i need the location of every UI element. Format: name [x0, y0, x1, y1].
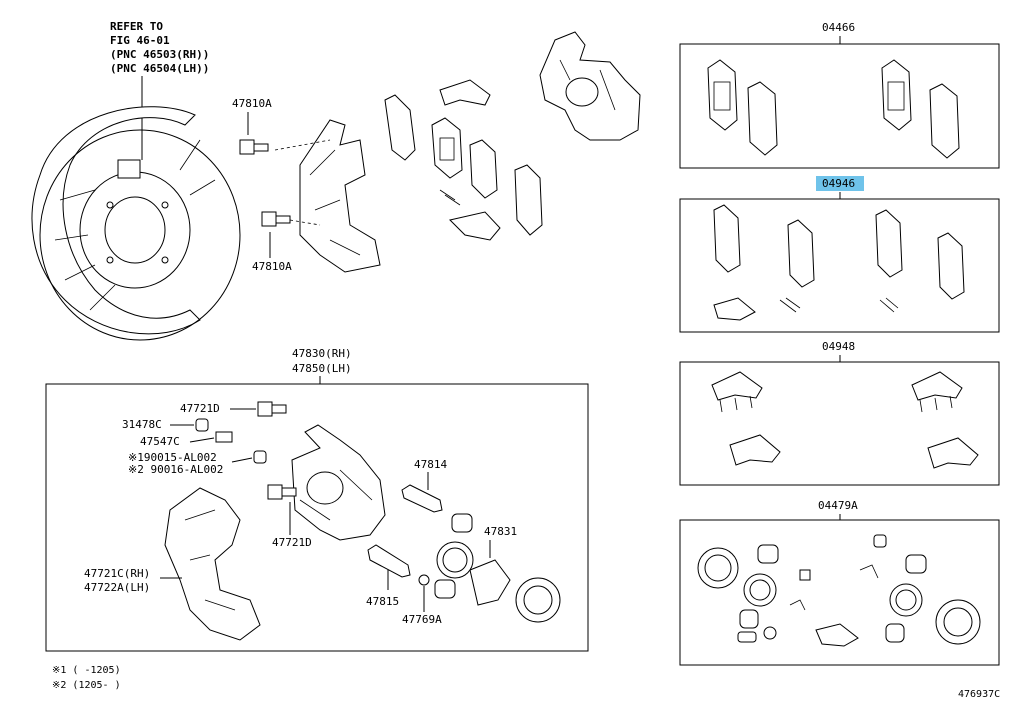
label-47810a-bot: 47810A [252, 260, 292, 273]
caliper-body-top [539, 31, 641, 141]
kit-04466-box [679, 43, 1000, 169]
label-47831: 47831 [484, 525, 517, 538]
caliper-assembly-group: 47830(RH) 47850(LH) 47721D 31478C 47547C… [45, 347, 589, 652]
label-04466: 04466 [822, 21, 855, 34]
highlight-04946 [816, 176, 864, 191]
label-47722a: 47722A(LH) [84, 581, 150, 594]
label-47721d-top: 47721D [180, 402, 220, 415]
refer-line-2: FIG 46-01 [110, 34, 170, 47]
kit-04479a-group: 04479A [679, 499, 1000, 666]
kit-04466-group: 04466 [679, 21, 1000, 169]
refer-line-4: (PNC 46504(LH)) [110, 62, 209, 75]
label-47721c: 47721C(RH) [84, 567, 150, 580]
kit-04948-group: 04948 [679, 340, 1000, 486]
refer-note: REFER TO FIG 46-01 (PNC 46503(RH)) (PNC … [110, 20, 209, 160]
refer-line-1: REFER TO [110, 20, 163, 33]
footnote-1: ※1 ( -1205) [52, 665, 121, 676]
kit-04946-box [679, 198, 1000, 333]
label-47814: 47814 [414, 458, 447, 471]
label-47830: 47830(RH) [292, 347, 352, 360]
caliper-bracket-top [274, 119, 381, 273]
dust-shield-drawing [31, 106, 241, 341]
pads-clips-top [384, 79, 543, 241]
diagram-id: 476937C [958, 689, 1000, 700]
kit-04946-group: 04946 [679, 176, 1000, 333]
label-47810a-top: 47810A [232, 97, 272, 110]
assembly-box [45, 383, 589, 652]
kit-04948-box [679, 361, 1000, 486]
label-47850: 47850(LH) [292, 362, 352, 375]
kit-04479a-box [679, 519, 1000, 666]
label-90016: ※2 90016-AL002 [128, 463, 223, 476]
label-04948: 04948 [822, 340, 855, 353]
footnotes: ※1 ( -1205) ※2 (1205- ) [52, 665, 121, 691]
label-31478c: 31478C [122, 418, 162, 431]
bracket-drawing [164, 487, 261, 641]
bolt-47810a-drawings: 47810A 47810A [232, 97, 292, 273]
caliper-body-drawing [291, 424, 386, 541]
label-47815: 47815 [366, 595, 399, 608]
label-04946: 04946 [822, 177, 855, 190]
label-04479a: 04479A [818, 499, 858, 512]
label-47721d-mid: 47721D [272, 536, 312, 549]
refer-line-3: (PNC 46503(RH)) [110, 48, 209, 61]
label-47769a: 47769A [402, 613, 442, 626]
label-90015: ※190015-AL002 [128, 451, 217, 464]
footnote-2: ※2 (1205- ) [52, 680, 121, 691]
label-47547c: 47547C [140, 435, 180, 448]
